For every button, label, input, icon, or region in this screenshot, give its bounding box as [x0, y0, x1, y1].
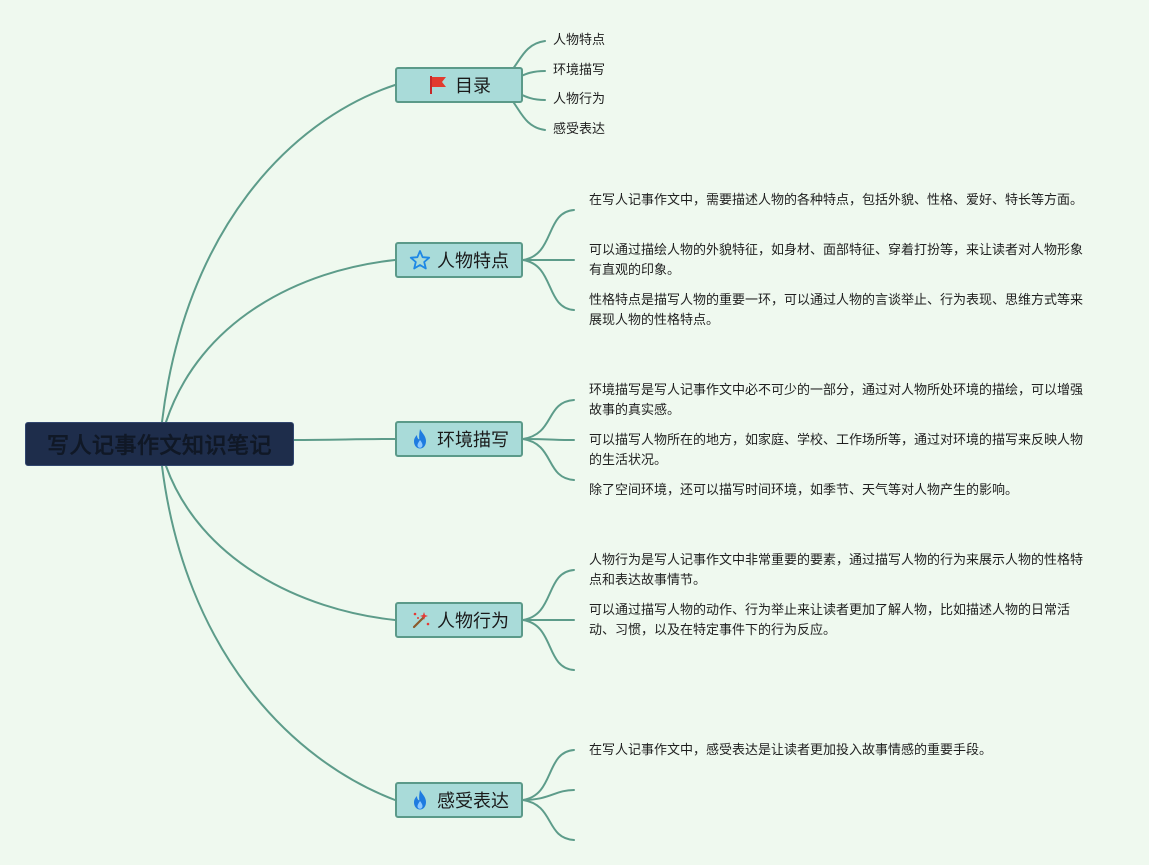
branch-toc[interactable]: 目录 [395, 67, 523, 103]
connector-env-2 [522, 438, 575, 441]
branch-behavior[interactable]: 人物行为 [395, 602, 523, 638]
branch-label: 人物行为 [437, 611, 509, 632]
branch-label: 目录 [455, 76, 491, 97]
branch-label: 感受表达 [437, 791, 509, 812]
branch-feelings[interactable]: 感受表达 [395, 782, 523, 818]
connector-env-1 [522, 399, 575, 440]
connector-root-behavior [165, 465, 396, 621]
note-environment-2: 可以描写人物所在的地方，如家庭、学校、工作场所等，通过对环境的描写来反映人物的生… [589, 433, 1084, 468]
connector-root-traits [165, 259, 396, 423]
connector-feelings-2 [522, 789, 575, 801]
star-outline-icon [409, 249, 431, 271]
note-traits-2: 可以通过描绘人物的外貌特征，如身材、面部特征、穿着打扮等，来让读者对人物形象有直… [589, 243, 1084, 278]
connector-traits-1 [522, 209, 575, 261]
toc-item-environment[interactable]: 环境描写 [553, 63, 606, 78]
note-behavior-2: 可以通过描写人物的动作、行为举止来让读者更加了解人物，比如描述人物的日常活动、习… [589, 603, 1071, 638]
fire-icon [409, 428, 431, 450]
connector-behavior-3 [522, 619, 575, 671]
root-node[interactable]: 写人记事作文知识笔记 [25, 422, 294, 466]
connector-behavior-1 [522, 569, 575, 621]
toc-item-feelings[interactable]: 感受表达 [553, 122, 606, 137]
root-title: 写人记事作文知识笔记 [46, 434, 272, 459]
toc-item-behavior[interactable]: 人物行为 [553, 92, 606, 107]
fire-icon [409, 789, 431, 811]
connector-feelings-3 [522, 799, 575, 841]
connector-env-3 [522, 438, 575, 481]
note-environment-3: 除了空间环境，还可以描写时间环境，如季节、天气等对人物产生的影响。 [589, 483, 1019, 498]
branch-label: 人物特点 [437, 251, 509, 272]
note-environment-1: 环境描写是写人记事作文中必不可少的一部分，通过对人物所处环境的描绘，可以增强故事… [589, 383, 1084, 418]
branch-label: 环境描写 [437, 430, 509, 451]
note-traits-1: 在写人记事作文中，需要描述人物的各种特点，包括外貌、性格、爱好、特长等方面。 [589, 193, 1084, 208]
red-flag-icon [427, 74, 449, 96]
note-feelings-1: 在写人记事作文中，感受表达是让读者更加投入故事情感的重要手段。 [589, 743, 993, 758]
connector-traits-3 [522, 259, 575, 311]
note-behavior-1: 人物行为是写人记事作文中非常重要的要素，通过描写人物的行为来展示人物的性格特点和… [589, 553, 1084, 588]
connector-root-toc [161, 84, 396, 423]
magic-wand-icon [409, 609, 431, 631]
connector-root-feelings [161, 465, 396, 801]
branch-traits[interactable]: 人物特点 [395, 242, 523, 278]
toc-item-traits[interactable]: 人物特点 [553, 33, 606, 48]
connector-root-environment [293, 438, 396, 441]
connector-feelings-1 [522, 749, 575, 801]
branch-environment[interactable]: 环境描写 [395, 421, 523, 457]
note-traits-3: 性格特点是描写人物的重要一环，可以通过人物的言谈举止、行为表现、思维方式等来展现… [589, 293, 1084, 328]
